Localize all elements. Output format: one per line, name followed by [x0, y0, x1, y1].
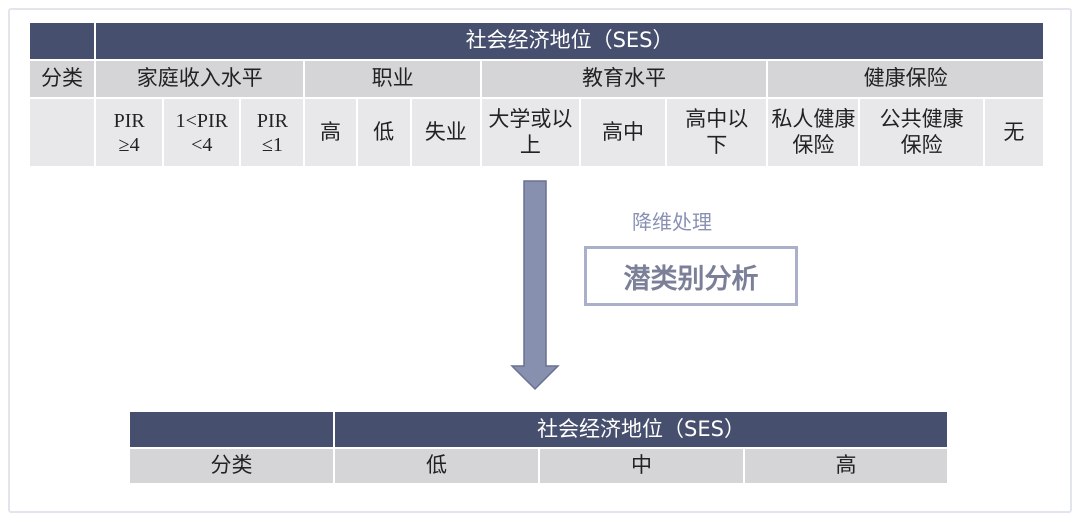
income-item: 1<PIR <4	[164, 99, 240, 166]
group-income: 家庭收入水平	[96, 61, 304, 97]
occupation-item: 高	[305, 99, 356, 166]
latent-class-analysis-box: 潜类别分析	[584, 246, 798, 306]
ses-level-low: 低	[335, 449, 538, 483]
education-item: 大学或以上	[481, 99, 579, 166]
ses-level-high: 高	[745, 449, 948, 483]
occupation-item: 低	[357, 99, 410, 166]
occupation-item: 失业	[411, 99, 480, 166]
insurance-item: 公共健康保险	[860, 99, 983, 166]
category-label: 分类	[130, 449, 333, 483]
down-arrow-icon	[510, 180, 560, 391]
insurance-item: 无	[984, 99, 1043, 166]
group-insurance: 健康保险	[768, 61, 1043, 97]
header-corner	[130, 412, 333, 447]
table-title: 社会经济地位（SES）	[335, 412, 948, 447]
table-title: 社会经济地位（SES）	[96, 23, 1043, 59]
income-item: PIR ≥4	[96, 99, 163, 166]
empty-cell	[30, 99, 95, 166]
ses-indicator-table: 社会经济地位（SES） 分类 家庭收入水平 职业 教育水平 健康保险 PIR ≥…	[28, 21, 1045, 168]
dimension-reduction-label: 降维处理	[632, 210, 712, 234]
method-label: 潜类别分析	[623, 263, 759, 295]
ses-level-mid: 中	[540, 449, 743, 483]
ses-result-table: 社会经济地位（SES） 分类 低 中 高	[128, 410, 949, 485]
income-item: PIR ≤1	[241, 99, 304, 166]
header-corner	[30, 23, 95, 59]
diagram-frame	[8, 8, 1072, 513]
insurance-item: 私人健康保险	[768, 99, 859, 166]
education-item: 高中以下	[667, 99, 767, 166]
group-education: 教育水平	[481, 61, 767, 97]
education-item: 高中	[580, 99, 666, 166]
category-label: 分类	[30, 61, 95, 97]
group-occupation: 职业	[305, 61, 480, 97]
